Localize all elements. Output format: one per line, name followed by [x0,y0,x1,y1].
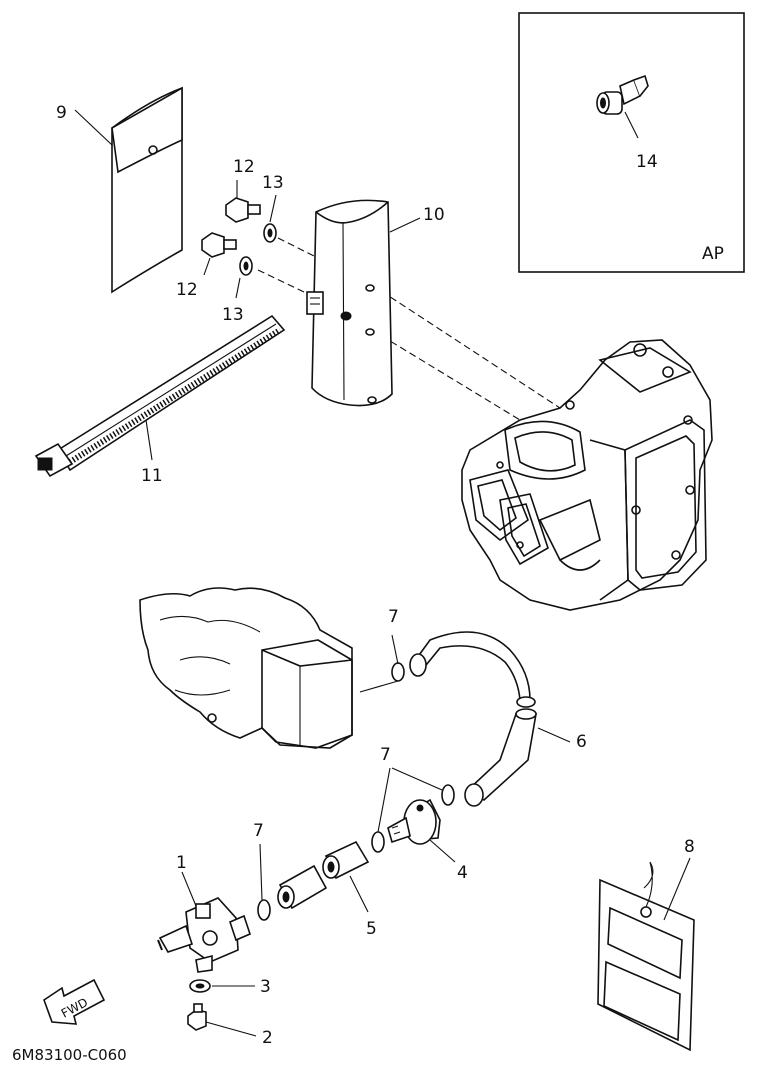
callout-1: 1 [176,853,187,873]
inset-box: AP [518,12,745,273]
assembly-dashed-lines [257,237,561,421]
part-7-clip-low [257,843,271,921]
callout-6: 6 [576,732,587,752]
callout-13-lower: 13 [222,305,244,325]
cable-tie-teeth [68,327,282,465]
part-5-joint-a [277,864,328,910]
figure-code: 6M83100-C060 [12,1046,127,1064]
part-6-hose [409,631,571,807]
callout-9: 9 [56,103,67,123]
callout-10: 10 [423,205,445,225]
part-13-washer-lower [235,256,253,299]
part-7-clip-mid-b [391,767,455,806]
callout-12-upper: 12 [233,157,255,177]
part-11-cable-tie [34,314,286,478]
fwd-arrow-icon: FWD [43,978,106,1025]
part-1-valve [157,871,251,973]
callout-13-upper: 13 [262,173,284,193]
callout-8: 8 [684,837,695,857]
part-5-joint-b [322,840,370,913]
callout-7-low: 7 [253,821,264,841]
part-7-clip-top [359,634,405,693]
part-9-cover [74,86,183,294]
engine-block [461,339,713,611]
inset-label: AP [702,244,724,264]
part-12-bolt-lower [201,232,237,276]
part-8-label-card [597,857,695,1052]
callout-3: 3 [260,977,271,997]
part-12-bolt-upper [225,180,261,223]
callout-11: 11 [141,466,163,486]
part-2-bolt [187,1003,257,1037]
callout-4: 4 [457,863,468,883]
part-7-clip-mid-a [371,767,391,853]
part-14-fitting [596,74,649,139]
part-10-plate [306,199,421,407]
lower-engine-outline [139,587,353,749]
callout-12-lower: 12 [176,280,198,300]
callout-14: 14 [636,152,658,172]
callout-5: 5 [366,919,377,939]
callout-7-top: 7 [388,607,399,627]
part-13-washer-upper [263,194,277,243]
part-4-valve [387,798,456,863]
callout-7-mid: 7 [380,745,391,765]
callout-2: 2 [262,1028,273,1048]
part-3-washer [189,979,255,993]
